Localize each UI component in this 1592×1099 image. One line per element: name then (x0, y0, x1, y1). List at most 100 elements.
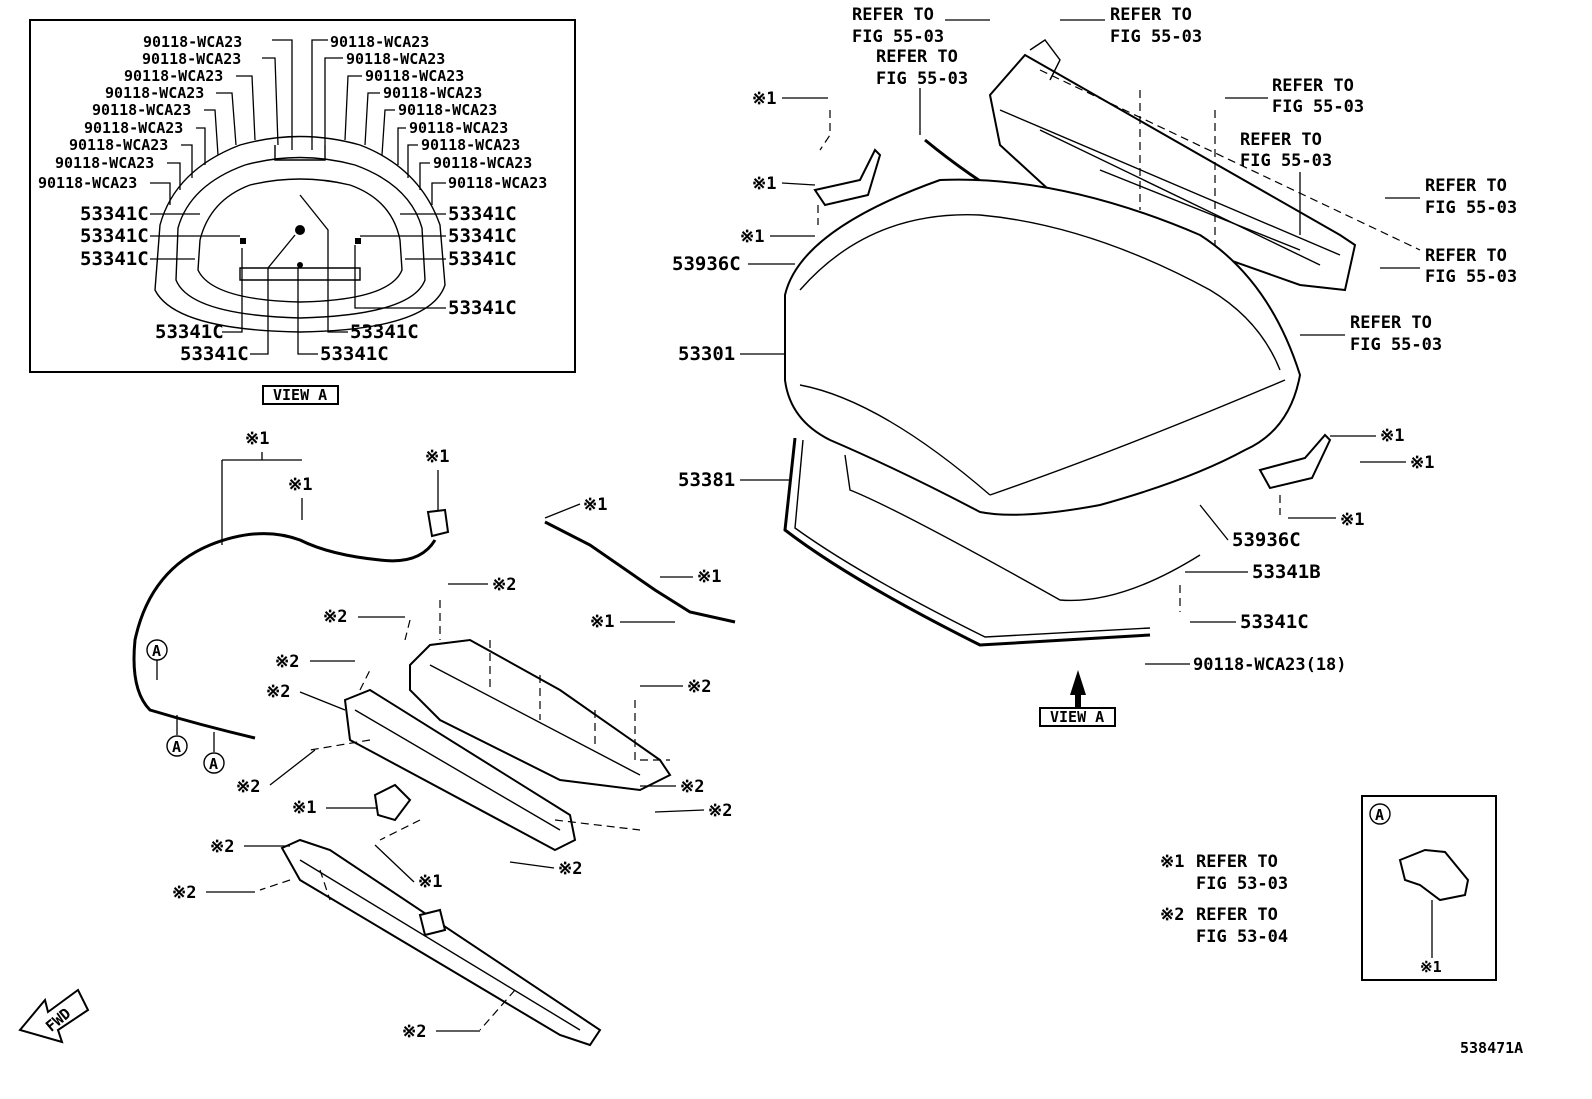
refer-label: REFER TO (1425, 246, 1507, 266)
fig-label: FIG 55-03 (1425, 267, 1517, 287)
detail-frame (1361, 795, 1497, 981)
lock-support-drawing (309, 669, 641, 852)
note1-mark: ※1 (590, 612, 614, 632)
note1-mark: ※1 (1340, 510, 1364, 530)
fig-label: FIG 55-03 (1425, 198, 1517, 218)
clip-label: 90118-WCA23 (55, 154, 154, 172)
note1-mark: ※1 (292, 798, 316, 818)
cushion-label: 53341C (80, 225, 149, 247)
note2-mark: ※2 (236, 777, 260, 797)
clip-label: 90118-WCA23 (124, 67, 223, 85)
cushion-label: 53341C (448, 225, 517, 247)
cable-clip-drawing (1398, 848, 1470, 902)
note2-marks: ※2 ※2 ※2 ※2 ※2 ※2 ※2 ※2 ※1 ※1 ※2 ※2 ※2 (172, 575, 732, 1042)
refer-label: REFER TO (1110, 5, 1192, 25)
inset-frame (29, 19, 576, 373)
inset-right-clip-labels: 90118-WCA23 90118-WCA23 90118-WCA23 9011… (330, 33, 547, 192)
clip-label: 90118-WCA23 (69, 136, 168, 154)
cushion-label: 53341C (80, 203, 149, 225)
legend-note1-line1: REFER TO (1196, 852, 1278, 872)
part-label-53936c: 53936C (672, 253, 741, 275)
clip-label: 90118-WCA23 (383, 84, 482, 102)
refer-label: REFER TO (1425, 176, 1507, 196)
fig-label: FIG 55-03 (876, 69, 968, 89)
view-a-box (1039, 707, 1116, 727)
clip-label: 90118-WCA23 (398, 101, 497, 119)
note2-mark: ※2 (687, 677, 711, 697)
clip-label: 90118-WCA23 (92, 101, 191, 119)
fig-label: FIG 55-03 (1240, 151, 1332, 171)
part-label-53341b: 53341B (1252, 561, 1321, 583)
note1-mark: ※1 (418, 872, 442, 892)
clip-label: 90118-WCA23 (409, 119, 508, 137)
clip-label: 90118-WCA23 (421, 136, 520, 154)
legend-note2-mark: ※2 (1160, 905, 1184, 925)
note2-mark: ※2 (172, 883, 196, 903)
inset-view-a: 90118-WCA23 90118-WCA23 90118-WCA23 9011… (29, 19, 576, 405)
fig-label: FIG 55-03 (1110, 27, 1202, 47)
circle-a-label: A (209, 755, 218, 773)
fig-label: FIG 55-03 (1350, 335, 1442, 355)
circle-a-label: A (152, 642, 161, 660)
view-a-label: VIEW A (1050, 708, 1104, 726)
note1-mark: ※1 (1410, 453, 1434, 473)
radiator-support-drawing (259, 838, 602, 1047)
detail-circle-icon (1369, 803, 1391, 825)
refer-labels: REFER TO FIG 55-03 REFER TO FIG 55-03 RE… (852, 5, 1517, 355)
part-label-53381: 53381 (678, 469, 735, 491)
inset-cushion-labels: 53341C 53341C 53341C 53341C 53341C 53341… (80, 194, 517, 365)
refer-label: REFER TO (1272, 76, 1354, 96)
clip-label: 90118-WCA23 (142, 50, 241, 68)
note1-mark: ※1 (245, 429, 269, 449)
figure-code: 538471A (1460, 1039, 1523, 1057)
cowl-panel-drawing (988, 39, 1421, 292)
right-note-marks: ※1 ※1 ※1 ※1 ※1 ※1 (740, 89, 1434, 530)
note1-mark: ※1 (752, 174, 776, 194)
clip-label: 90118-WCA23 (365, 67, 464, 85)
hinge-top-left (813, 110, 882, 225)
hood-panel-drawing (784, 178, 1302, 602)
part-label-53936c-right: 53936C (1232, 529, 1301, 551)
cushion-label: 53341C (350, 321, 419, 343)
note2-mark: ※2 (492, 575, 516, 595)
cushion-label: 53341C (80, 248, 149, 270)
clip-label: 90118-WCA23 (433, 154, 532, 172)
cushion-label: 53341C (448, 248, 517, 270)
legend-note1-mark: ※1 (1160, 852, 1184, 872)
legend-note1-line2: FIG 53-03 (1196, 874, 1288, 894)
cushion-label: 53341C (448, 203, 517, 225)
fig-label: FIG 55-03 (852, 27, 944, 47)
clip-label: 90118-WCA23 (143, 33, 242, 51)
release-cable-drawing (132, 532, 437, 740)
detail-mark: ※1 (1420, 958, 1442, 976)
hood-seal-drawing (783, 437, 1151, 647)
note1-mark: ※1 (1380, 426, 1404, 446)
view-a-caption: VIEW A (273, 386, 327, 404)
clip-label: 90118-WCA23 (105, 84, 204, 102)
clip-label: 90118-WCA23 (38, 174, 137, 192)
note1-mark: ※1 (697, 567, 721, 587)
clip-label: 90118-WCA23 (84, 119, 183, 137)
fwd-arrow-icon: FWD (18, 988, 90, 1044)
note1-mark: ※1 (752, 89, 776, 109)
clip-label: 90118-WCA23 (330, 33, 429, 51)
refer-label: REFER TO (876, 47, 958, 67)
view-a-caption-box (262, 385, 339, 405)
note2-mark: ※2 (323, 607, 347, 627)
note1-mark: ※1 (288, 475, 312, 495)
note2-mark: ※2 (210, 837, 234, 857)
inset-clip-leaders (150, 39, 446, 205)
note2-mark: ※2 (558, 859, 582, 879)
note2-mark: ※2 (708, 801, 732, 821)
hood-underside-drawing (154, 135, 446, 333)
legend: ※1 REFER TO FIG 53-03 ※2 REFER TO FIG 53… (1160, 852, 1288, 947)
refer-label: REFER TO (852, 5, 934, 25)
note2-mark: ※2 (402, 1022, 426, 1042)
note1-mark: ※1 (583, 495, 607, 515)
cushion-label: 53341C (320, 343, 389, 365)
detail-circle-label: A (1375, 806, 1384, 824)
part-label-53301: 53301 (678, 343, 735, 365)
note2-mark: ※2 (266, 682, 290, 702)
legend-note2-line2: FIG 53-04 (1196, 927, 1288, 947)
